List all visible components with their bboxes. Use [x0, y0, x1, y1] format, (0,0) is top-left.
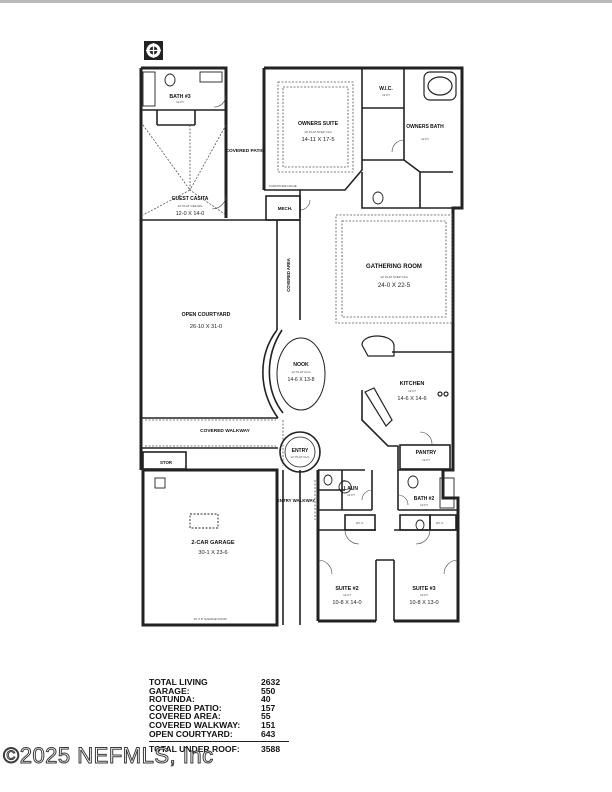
- label-bath2-sub: 12 FT: [420, 503, 428, 507]
- label-wic3: W.I.C.: [436, 521, 444, 525]
- label-suite2: SUITE #2: [335, 586, 358, 592]
- label-laun: LAUN: [344, 486, 358, 492]
- stat-label: COVERED WALKWAY:: [149, 719, 241, 730]
- stat-row: COVERED AREA: 55: [149, 712, 289, 721]
- exterior-walls: [139, 66, 464, 627]
- stat-total-row: TOTAL UNDER ROOF: 3588: [149, 741, 289, 754]
- label-kitchen-dim: 14-6 X 14-6: [397, 396, 426, 402]
- label-pantry-sub: 12 FT: [422, 458, 430, 462]
- stat-row: COVERED WALKWAY: 151: [149, 721, 289, 730]
- label-nook-dim: 14-6 X 13-8: [287, 377, 314, 383]
- label-mech: MECH.: [278, 206, 293, 211]
- tub-icon: [423, 71, 457, 101]
- stat-row: COVERED PATIO: 157: [149, 704, 289, 713]
- attic-access: [189, 513, 219, 529]
- floor-plan-drawing: BATH #3 12 FT COVERED PATIO GUEST CASITA…: [139, 41, 464, 627]
- label-garage-door: 16' X 8' GARAGE DOOR: [193, 617, 227, 621]
- label-kitchen: KITCHEN: [400, 381, 425, 387]
- stat-label: GARAGE:: [149, 685, 190, 696]
- label-kitchen-sub: 12 FT: [408, 389, 416, 393]
- label-bath3-sub: 12 FT: [176, 100, 184, 104]
- stat-value: 40: [261, 694, 271, 705]
- label-garage-dim: 30-1 X 23-6: [198, 550, 227, 556]
- fixtures: [142, 71, 455, 531]
- stat-row: OPEN COURTYARD: 643: [149, 728, 289, 739]
- label-laun-sub: 12 FT: [347, 493, 355, 497]
- label-guest-casita-dim: 12-0 X 14-0: [176, 211, 205, 217]
- stat-label: COVERED PATIO:: [149, 702, 222, 713]
- stat-total-label: TOTAL UNDER ROOF:: [149, 744, 240, 755]
- door-swings: [211, 94, 459, 575]
- label-guest-casita-sub: 10' PLAT CEILING: [178, 204, 203, 208]
- label-gathering-room-dim: 24-0 X 22-5: [378, 282, 411, 289]
- label-entry-sub: 12' PLAT CLG: [291, 455, 311, 459]
- top-border: [0, 0, 612, 3]
- label-suite2-dim: 10-8 X 14-0: [332, 600, 361, 606]
- label-covered-patio: COVERED PATIO: [226, 148, 265, 154]
- label-garage: 2-CAR GARAGE: [191, 540, 234, 546]
- label-entry: ENTRY: [292, 448, 309, 454]
- stat-row: TOTAL LIVING 2632: [149, 678, 289, 687]
- label-suite3-dim: 10-8 X 13-0: [409, 600, 438, 606]
- label-owners-bath: OWNERS BATH: [406, 124, 444, 130]
- floor-plan: BATH #3 12 FT COVERED PATIO GUEST CASITA…: [139, 41, 464, 627]
- stat-label: TOTAL LIVING: [149, 677, 208, 687]
- label-entry-walkway: ENTRY WALKWAY: [277, 498, 315, 503]
- label-open-courtyard-dim: 26-10 X 31-0: [190, 324, 222, 330]
- label-bath2: BATH #2: [414, 496, 435, 502]
- interior-walls: [141, 68, 458, 625]
- square-footage-table: TOTAL LIVING 2632 GARAGE: 550 ROTUNDA: 40 C…: [149, 678, 289, 754]
- label-open-courtyard: OPEN COURTYARD: [182, 312, 231, 318]
- tray-ceilings: [142, 81, 453, 520]
- stat-value: 151: [261, 719, 276, 730]
- nook-bay: [262, 329, 326, 419]
- stat-row: ROTUNDA: 40: [149, 695, 289, 704]
- label-suite2-sub: 12 FT: [343, 593, 351, 597]
- label-bath3: BATH #3: [169, 94, 190, 100]
- stat-value: 55: [261, 711, 271, 722]
- label-covered-area: COVERED AREA: [286, 258, 291, 292]
- label-wic2: W.I.C.: [356, 521, 364, 525]
- label-wic-sub: 12 FT: [382, 93, 390, 97]
- stat-label: ROTUNDA:: [149, 694, 195, 705]
- label-pantry: PANTRY: [416, 450, 437, 456]
- label-nook: NOOK: [293, 362, 309, 368]
- label-nook-sub: 12' PLAT CLG: [292, 370, 312, 374]
- label-owners-suite-dim: 14-11 X 17-5: [301, 137, 334, 143]
- label-furniture-niche: FURNITURE NICHE: [269, 184, 297, 188]
- label-wic: W.I.C.: [379, 86, 393, 92]
- label-owners-suite-sub: 10' PLAT STEP CLG: [304, 130, 332, 134]
- label-gathering-room: GATHERING ROOM: [366, 264, 422, 270]
- stat-label: OPEN COURTYARD:: [149, 728, 233, 739]
- label-gathering-room-sub: 12' PLAT STEP CLG: [380, 275, 408, 279]
- stat-total-value: 3588: [261, 744, 281, 755]
- label-owners-suite: OWNERS SUITE: [298, 121, 339, 127]
- label-stor: STOR: [160, 460, 173, 465]
- rotunda: [279, 431, 321, 473]
- watermark: ©2025 NEFMLS, Inc: [3, 743, 214, 769]
- label-guest-casita: GUEST CASITA: [172, 196, 209, 202]
- label-suite3-sub: 12 FT: [420, 593, 428, 597]
- stat-value: 157: [261, 702, 276, 713]
- label-suite3: SUITE #3: [412, 586, 435, 592]
- stat-value: 643: [261, 728, 276, 739]
- compass-icon: [144, 41, 163, 60]
- kitchen-island: [361, 335, 449, 427]
- stat-value: 550: [261, 685, 276, 696]
- stat-label: COVERED AREA:: [149, 711, 221, 722]
- stat-value: 2632: [261, 677, 281, 687]
- label-covered-walkway: COVERED WALKWAY: [200, 428, 250, 434]
- stat-row: GARAGE: 550: [149, 685, 289, 696]
- label-owners-bath-sub: 12 FT: [421, 137, 429, 141]
